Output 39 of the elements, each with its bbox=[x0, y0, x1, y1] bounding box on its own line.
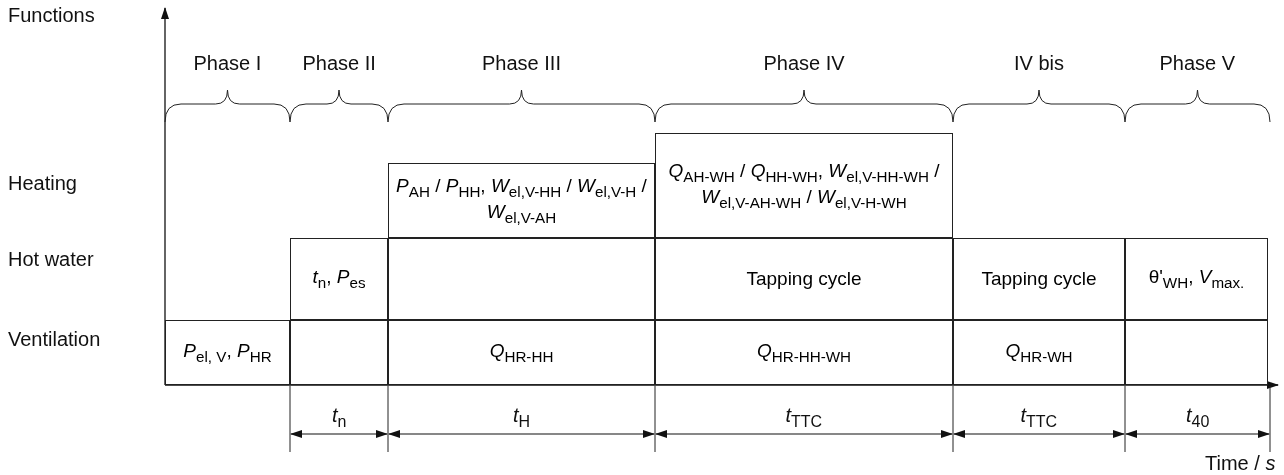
duration-label: t$_{TTC}$ bbox=[1020, 404, 1058, 431]
cell-text: Tapping cycle bbox=[981, 268, 1097, 290]
duration-label: t$_{TTC}$ bbox=[785, 404, 823, 431]
cell-text: Q$_{HR-WH}$ bbox=[1005, 339, 1073, 366]
phase-cell bbox=[388, 163, 655, 238]
cell-text: P$_{AH}$ / P$_{HH}$, W$_{el,V-HH}$ / W$_{el,V-H}$ / W$_{el,V-AH}$ bbox=[395, 175, 648, 226]
phase-cell bbox=[953, 320, 1125, 385]
phase-cell bbox=[655, 238, 953, 320]
cell-text: Tapping cycle bbox=[746, 268, 862, 290]
axis-label: Time / s bbox=[1205, 452, 1276, 475]
cell-text: P$_{el, V}$, P$_{HR}$ bbox=[183, 339, 272, 366]
phase-cell bbox=[165, 320, 290, 385]
phase-cell bbox=[953, 238, 1125, 320]
phase-cell bbox=[290, 238, 388, 320]
phase-label: IV bis bbox=[1014, 52, 1065, 75]
phase-label: Phase V bbox=[1159, 52, 1236, 75]
phase-cell bbox=[655, 133, 953, 238]
phase-cell bbox=[655, 320, 953, 385]
duration-label: t$_{H}$ bbox=[513, 404, 531, 431]
phase-cell bbox=[388, 320, 655, 385]
phase-label: Phase II bbox=[302, 52, 376, 75]
phase-label: Phase IV bbox=[763, 52, 845, 75]
phase-label: Phase I bbox=[193, 52, 262, 75]
phase-cell bbox=[1125, 238, 1268, 320]
duration-label: t$_{n}$ bbox=[332, 404, 347, 431]
cell-text: Q$_{HR-HH}$ bbox=[489, 339, 554, 366]
phase-label: Phase III bbox=[482, 52, 561, 75]
duration-label: t$_{40}$ bbox=[1186, 404, 1210, 431]
cell-text: t$_{n}$, P$_{es}$ bbox=[312, 266, 366, 292]
cell-text: θ'$_{WH}$, V$_{max.}$ bbox=[1148, 266, 1245, 292]
cell-text: Q$_{HR-HH-WH}$ bbox=[756, 339, 852, 366]
row-label: Hot water bbox=[8, 248, 94, 271]
row-label: Ventilation bbox=[8, 328, 101, 351]
row-label: Heating bbox=[8, 172, 77, 195]
empty-cell bbox=[388, 238, 655, 320]
axis-label: Functions bbox=[8, 4, 95, 27]
empty-cell bbox=[1125, 320, 1268, 385]
empty-cell bbox=[290, 320, 388, 385]
cell-text: Q$_{AH-WH}$ / Q$_{HH-WH}$, W$_{el,V-HH-WH}$ / W$_{el,V-AH-WH}$ / W$_{el,V-H-WH}$ bbox=[667, 160, 941, 211]
